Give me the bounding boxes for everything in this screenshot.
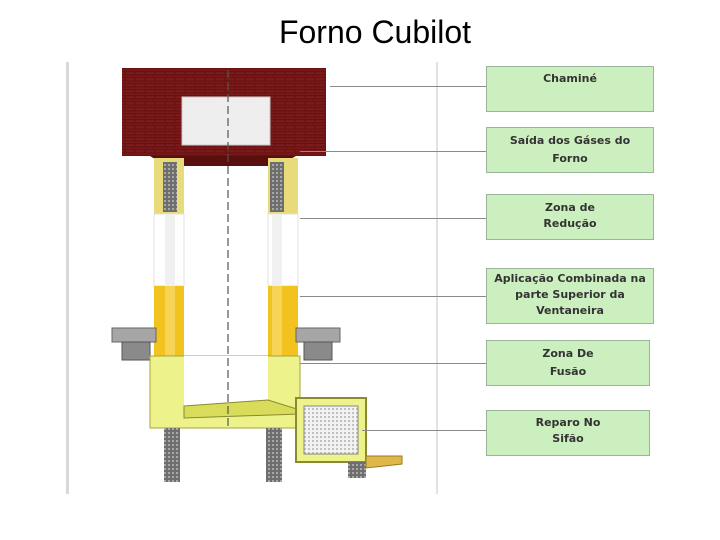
chimney-window — [181, 96, 271, 146]
leader-saida-gases — [300, 151, 486, 152]
label-chamine: Chaminé — [486, 66, 654, 112]
siphon-spout — [348, 462, 366, 478]
left-tuyere-box — [121, 341, 151, 361]
shaft-bore-lower — [184, 356, 268, 406]
label-zona-fusao: Zona De Fusão — [486, 340, 650, 386]
right-refractory-mid — [272, 214, 282, 286]
left-refractory-mid — [165, 214, 175, 286]
siphon-mesh — [303, 405, 359, 455]
label-zona-reducao: Zona de Redução — [486, 194, 654, 240]
left-refractory-upper — [163, 162, 177, 212]
left-lining-yellow — [165, 286, 175, 356]
right-tuyere — [295, 327, 341, 343]
leader-zona-fusao — [300, 363, 486, 364]
label-saida-gases: Saída dos Gáses do Forno — [486, 127, 654, 173]
left-leg — [164, 428, 180, 482]
leader-chamine — [330, 86, 486, 87]
right-refractory-upper — [270, 162, 284, 212]
slide-title: Forno Cubilot — [278, 14, 472, 50]
right-leg — [266, 428, 282, 482]
leader-zona-reducao — [300, 218, 486, 219]
right-lining-yellow — [272, 286, 282, 356]
tapping-spout — [365, 455, 403, 469]
label-aplicacao: Aplicação Combinada na parte Superior da… — [486, 268, 654, 324]
chimney-hood — [150, 156, 296, 166]
leader-reparo — [362, 430, 486, 431]
leader-aplicacao — [300, 296, 486, 297]
label-reparo-sifao: Reparo No Sifão — [486, 410, 650, 456]
left-tuyere — [111, 327, 157, 343]
right-tuyere-box — [303, 341, 333, 361]
